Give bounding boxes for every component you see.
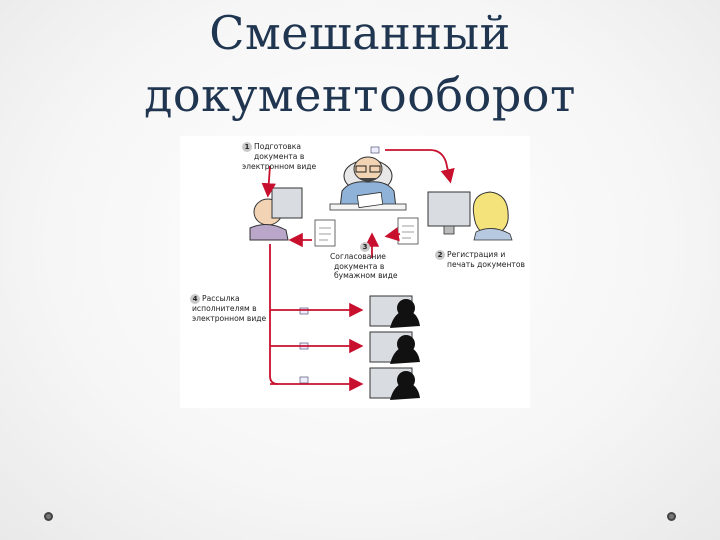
step-4-line-2: исполнителям в [192,304,257,313]
slide-bullet-right [667,512,676,521]
title-line-2: документооборот [144,68,576,122]
step-1-number: 1 [242,142,252,152]
step-2-line-1: Регистрация и [447,250,506,259]
step-1-line-1: Подготовка [254,142,302,151]
step-3-number: 3 [360,242,370,252]
manager-figure [329,156,407,211]
step-3-line-3: бумажном виде [334,271,398,280]
recipient-workstations [369,295,420,400]
step-1-line-2: документа в [254,152,305,161]
step-3-label: 3 Согласование документа в бумажном виде [330,242,398,281]
step-3-line-1: Согласование [330,252,386,261]
step-4-number: 4 [190,294,200,304]
step-3-line-2: документа в [334,261,385,271]
employee-figure [249,187,303,241]
diagram-graphics [249,146,513,400]
title-line-1: Смешанный [209,6,511,60]
step-1-line-3: электронном виде [242,161,317,171]
slide-bullet-left [44,512,53,521]
step-4-line-3: электронном виде [192,313,267,323]
registrar-figure [427,191,513,241]
step-2-number: 2 [435,250,445,260]
slide-title: Смешанный документооборот [0,2,720,126]
step-2-line-2: печать документов [447,260,525,269]
step-4-line-1: Рассылка [202,294,240,303]
flow-arrows [261,149,455,392]
